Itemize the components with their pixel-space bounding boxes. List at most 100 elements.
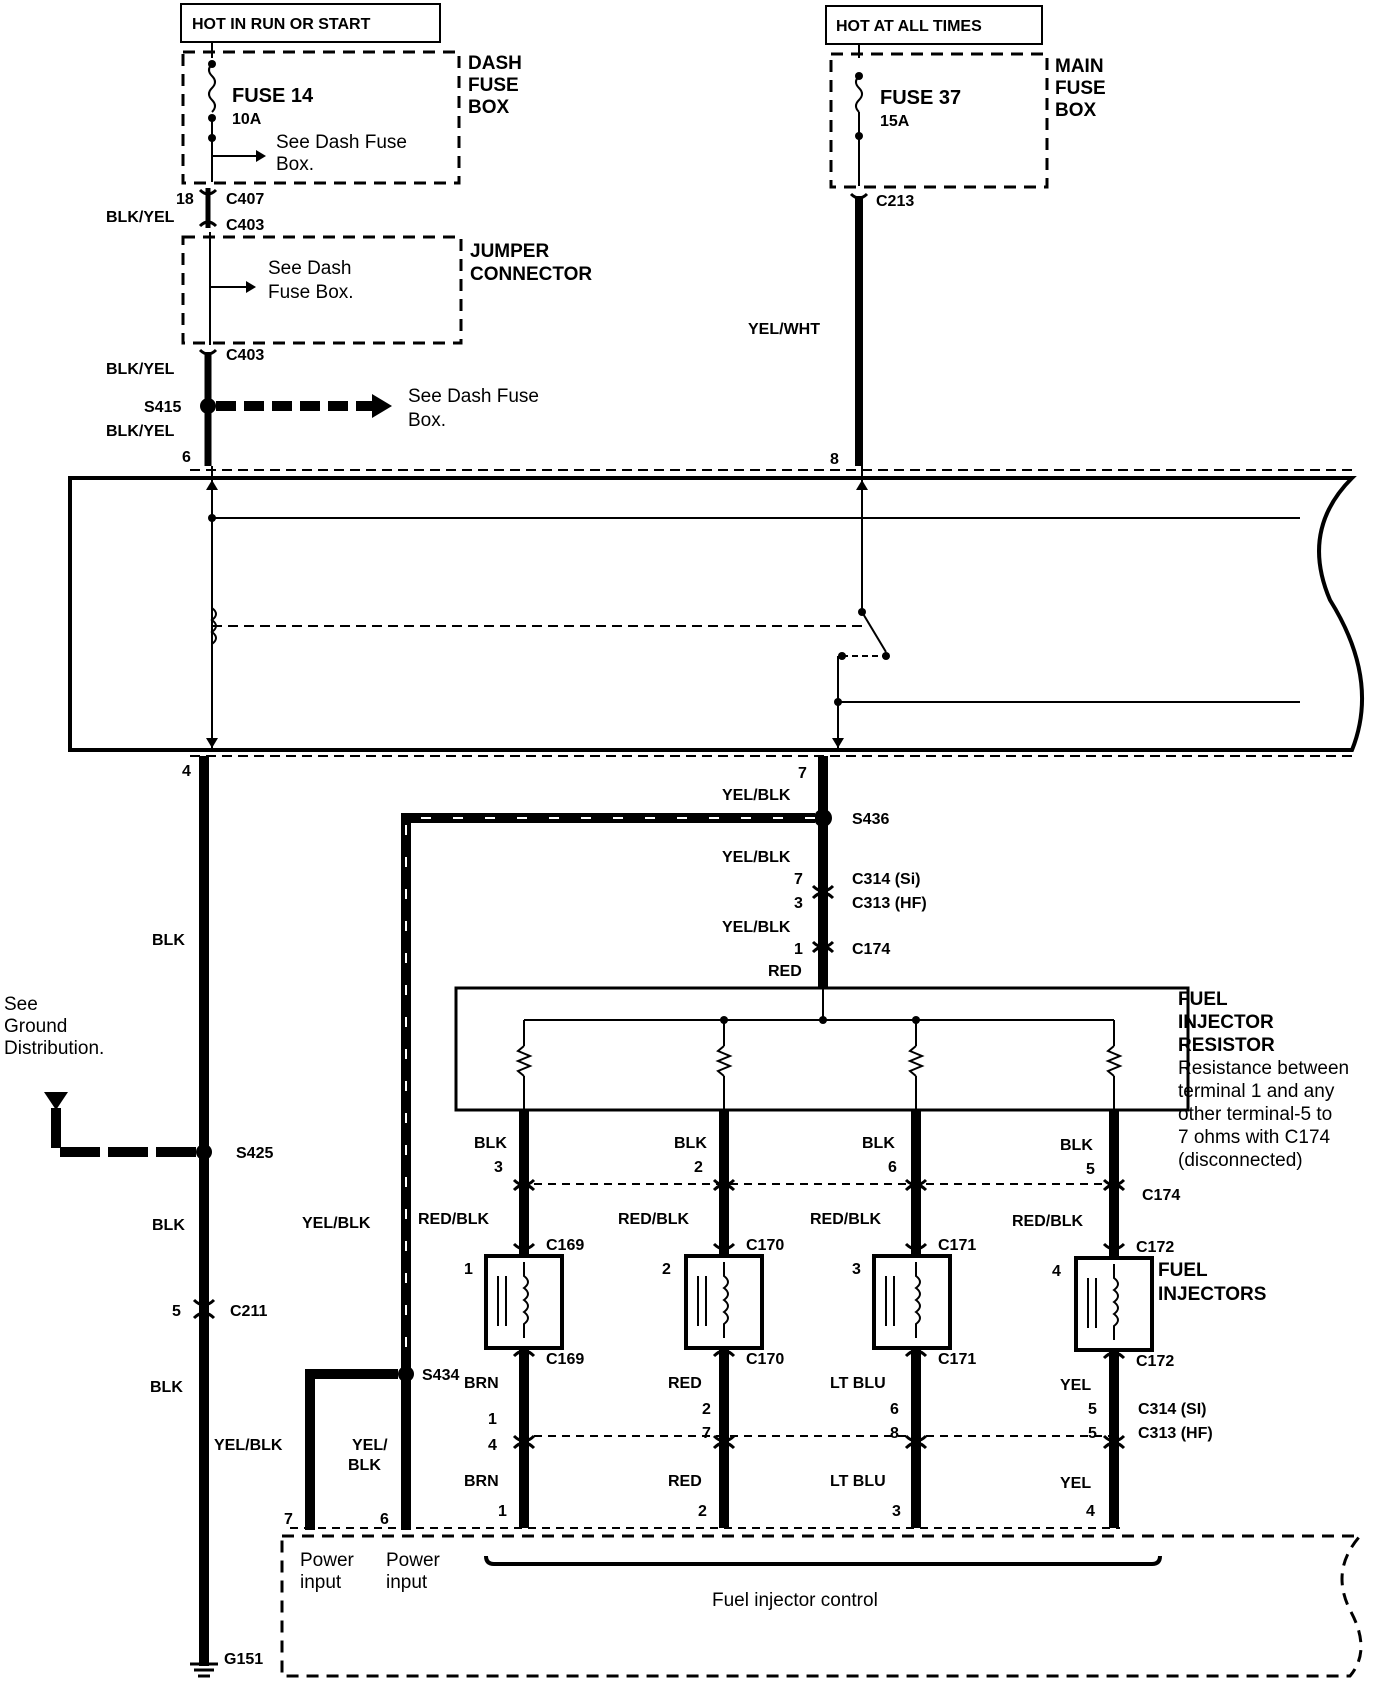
ch3-bot-wire: LT BLU bbox=[830, 1473, 886, 1490]
injector-channel-1: BLK 3 RED/BLK C169 1 C169 BRN 1 4 BRN 1 bbox=[418, 1020, 584, 1528]
arrow-up-icon bbox=[856, 480, 868, 490]
ch3-c314-pin: 6 bbox=[890, 1401, 899, 1418]
c313-label: C313 (HF) bbox=[852, 895, 927, 912]
jumper-connector-outline bbox=[181, 235, 463, 345]
c403-label-a: C403 bbox=[226, 217, 264, 234]
ch3-conn-bot: C171 bbox=[938, 1351, 976, 1368]
injector-channel-3: BLK 6 RED/BLK C171 3 C171 LT BLU 6 8 LT … bbox=[810, 1020, 976, 1528]
splice-s425 bbox=[196, 1144, 212, 1160]
ch4-c313-pin: 5 bbox=[1088, 1425, 1097, 1442]
dash-fuse-note: See Dash Fuse Box. bbox=[276, 132, 412, 175]
injector-channel-4: BLK 5 RED/BLK C172 4 C172 YEL 5 5 YEL 4 bbox=[1012, 1020, 1174, 1528]
power-input-2: Power input bbox=[386, 1550, 445, 1593]
main-relay-outline bbox=[68, 476, 1364, 752]
ch2-bot-wire: RED bbox=[668, 1473, 702, 1490]
pin-5-c211: 5 bbox=[172, 1303, 181, 1320]
resistor-1-icon bbox=[515, 1045, 533, 1077]
arrow-right-icon bbox=[246, 281, 256, 293]
pin-6-top: 6 bbox=[182, 449, 191, 466]
ch2-num: 2 bbox=[662, 1261, 671, 1278]
fuse-37-label: FUSE 37 bbox=[880, 87, 961, 109]
c313-pin: 3 bbox=[794, 895, 803, 912]
wire-blk-2: BLK bbox=[152, 1217, 185, 1234]
hot-run-box bbox=[180, 3, 441, 43]
ch1-conn-top: C169 bbox=[546, 1237, 584, 1254]
pin-7-relay: 7 bbox=[798, 765, 807, 782]
ch1-mid-wire: RED/BLK bbox=[418, 1211, 490, 1228]
ch4-num: 4 bbox=[1052, 1263, 1061, 1280]
injector-coil-icon bbox=[522, 1262, 529, 1338]
ch4-conn-bot: C172 bbox=[1136, 1353, 1174, 1370]
ch2-conn-bot: C170 bbox=[746, 1351, 784, 1368]
ch1-top-wire: BLK bbox=[474, 1135, 507, 1152]
main-fuse-box-outline bbox=[829, 52, 1049, 189]
c174-pin: 1 bbox=[794, 941, 803, 958]
ground-note: See Ground Distribution. bbox=[4, 994, 104, 1059]
wire-yel-blk-2: YEL/BLK bbox=[722, 849, 791, 866]
c314-si-label: C314 (SI) bbox=[1138, 1401, 1206, 1418]
ch3-conn-top: C171 bbox=[938, 1237, 976, 1254]
s436-label: S436 bbox=[852, 811, 889, 828]
power-input-1: Power input bbox=[300, 1550, 359, 1593]
ch2-res-pin: 2 bbox=[694, 1159, 703, 1176]
injector-channel-2: BLK 2 RED/BLK C170 2 C170 RED 2 7 RED 2 bbox=[618, 1020, 784, 1528]
resistor-title: FUEL INJECTOR RESISTOR bbox=[1178, 989, 1279, 1056]
wire-red-feed: RED bbox=[768, 963, 802, 980]
ch4-res-pin: 5 bbox=[1086, 1161, 1095, 1178]
jumper-note: See Dash Fuse Box. bbox=[268, 258, 357, 303]
ch1-c313-pin: 4 bbox=[488, 1437, 497, 1454]
jumper-title: JUMPER CONNECTOR bbox=[470, 241, 592, 285]
c174-label-top: C174 bbox=[852, 941, 890, 958]
c174-label-bottom: C174 bbox=[1142, 1187, 1180, 1204]
wire-yel-wht: YEL/WHT bbox=[748, 321, 820, 338]
ch2-c313-pin: 7 bbox=[702, 1425, 711, 1442]
fuse-14-rating: 10A bbox=[232, 111, 262, 128]
dash-fuse-box-title: DASH FUSE BOX bbox=[468, 53, 527, 118]
wire-yel-blk-branch: YEL/BLK bbox=[302, 1215, 371, 1232]
ch1-c314-pin: 1 bbox=[488, 1411, 497, 1428]
ground-symbol-icon bbox=[190, 1662, 218, 1678]
wire-blk-yel-2: BLK/YEL bbox=[106, 361, 175, 378]
ch1-ecm-pin: 1 bbox=[498, 1503, 507, 1520]
ch3-mid-wire: RED/BLK bbox=[810, 1211, 882, 1228]
arrow-right-icon bbox=[256, 150, 266, 162]
resistor-2-icon bbox=[715, 1045, 733, 1077]
relay-switch-contact bbox=[861, 611, 887, 653]
s415-note: See Dash Fuse Box. bbox=[408, 386, 544, 431]
ch4-c314-pin: 5 bbox=[1088, 1401, 1097, 1418]
ch2-out-wire: RED bbox=[668, 1375, 702, 1392]
main-fuse-box-title: MAIN FUSE BOX bbox=[1055, 56, 1111, 121]
hot-all-box bbox=[825, 5, 1043, 45]
wire-yel-blk-b: YEL/ BLK bbox=[348, 1437, 392, 1474]
ch4-mid-wire: RED/BLK bbox=[1012, 1213, 1084, 1230]
splice-s415 bbox=[200, 398, 216, 414]
s434-label: S434 bbox=[422, 1367, 459, 1384]
hot-run-label: HOT IN RUN OR START bbox=[192, 16, 371, 33]
ch4-bot-wire: YEL bbox=[1060, 1475, 1091, 1492]
ch2-ecm-pin: 2 bbox=[698, 1503, 707, 1520]
c314-label: C314 (Si) bbox=[852, 871, 920, 888]
wire-blk-yel-1: BLK/YEL bbox=[106, 209, 175, 226]
ch3-res-pin: 6 bbox=[888, 1159, 897, 1176]
fuse-14-icon bbox=[208, 60, 216, 122]
wire-yel-blk-3: YEL/BLK bbox=[722, 919, 791, 936]
fuse-14-label: FUSE 14 bbox=[232, 85, 314, 107]
ch2-mid-wire: RED/BLK bbox=[618, 1211, 690, 1228]
c211-label: C211 bbox=[230, 1303, 267, 1320]
ch3-out-wire: LT BLU bbox=[830, 1375, 886, 1392]
pin-8: 8 bbox=[830, 451, 839, 468]
injector-coil-icon bbox=[914, 1262, 921, 1338]
pin-18: 18 bbox=[176, 191, 194, 208]
c213-label: C213 bbox=[876, 193, 914, 210]
c407-label: C407 bbox=[226, 191, 264, 208]
c314-pin: 7 bbox=[794, 871, 803, 888]
ground-arrow-icon bbox=[44, 1092, 68, 1110]
dash-fuse-box-outline bbox=[181, 50, 461, 185]
ch1-res-pin: 3 bbox=[494, 1159, 503, 1176]
ch3-num: 3 bbox=[852, 1261, 861, 1278]
arrow-down-icon bbox=[206, 738, 218, 748]
wire-blk-yel-3: BLK/YEL bbox=[106, 423, 175, 440]
arrow-up-icon bbox=[206, 480, 218, 490]
ch1-conn-bot: C169 bbox=[546, 1351, 584, 1368]
fuel-injector-control-label: Fuel injector control bbox=[712, 1590, 878, 1611]
